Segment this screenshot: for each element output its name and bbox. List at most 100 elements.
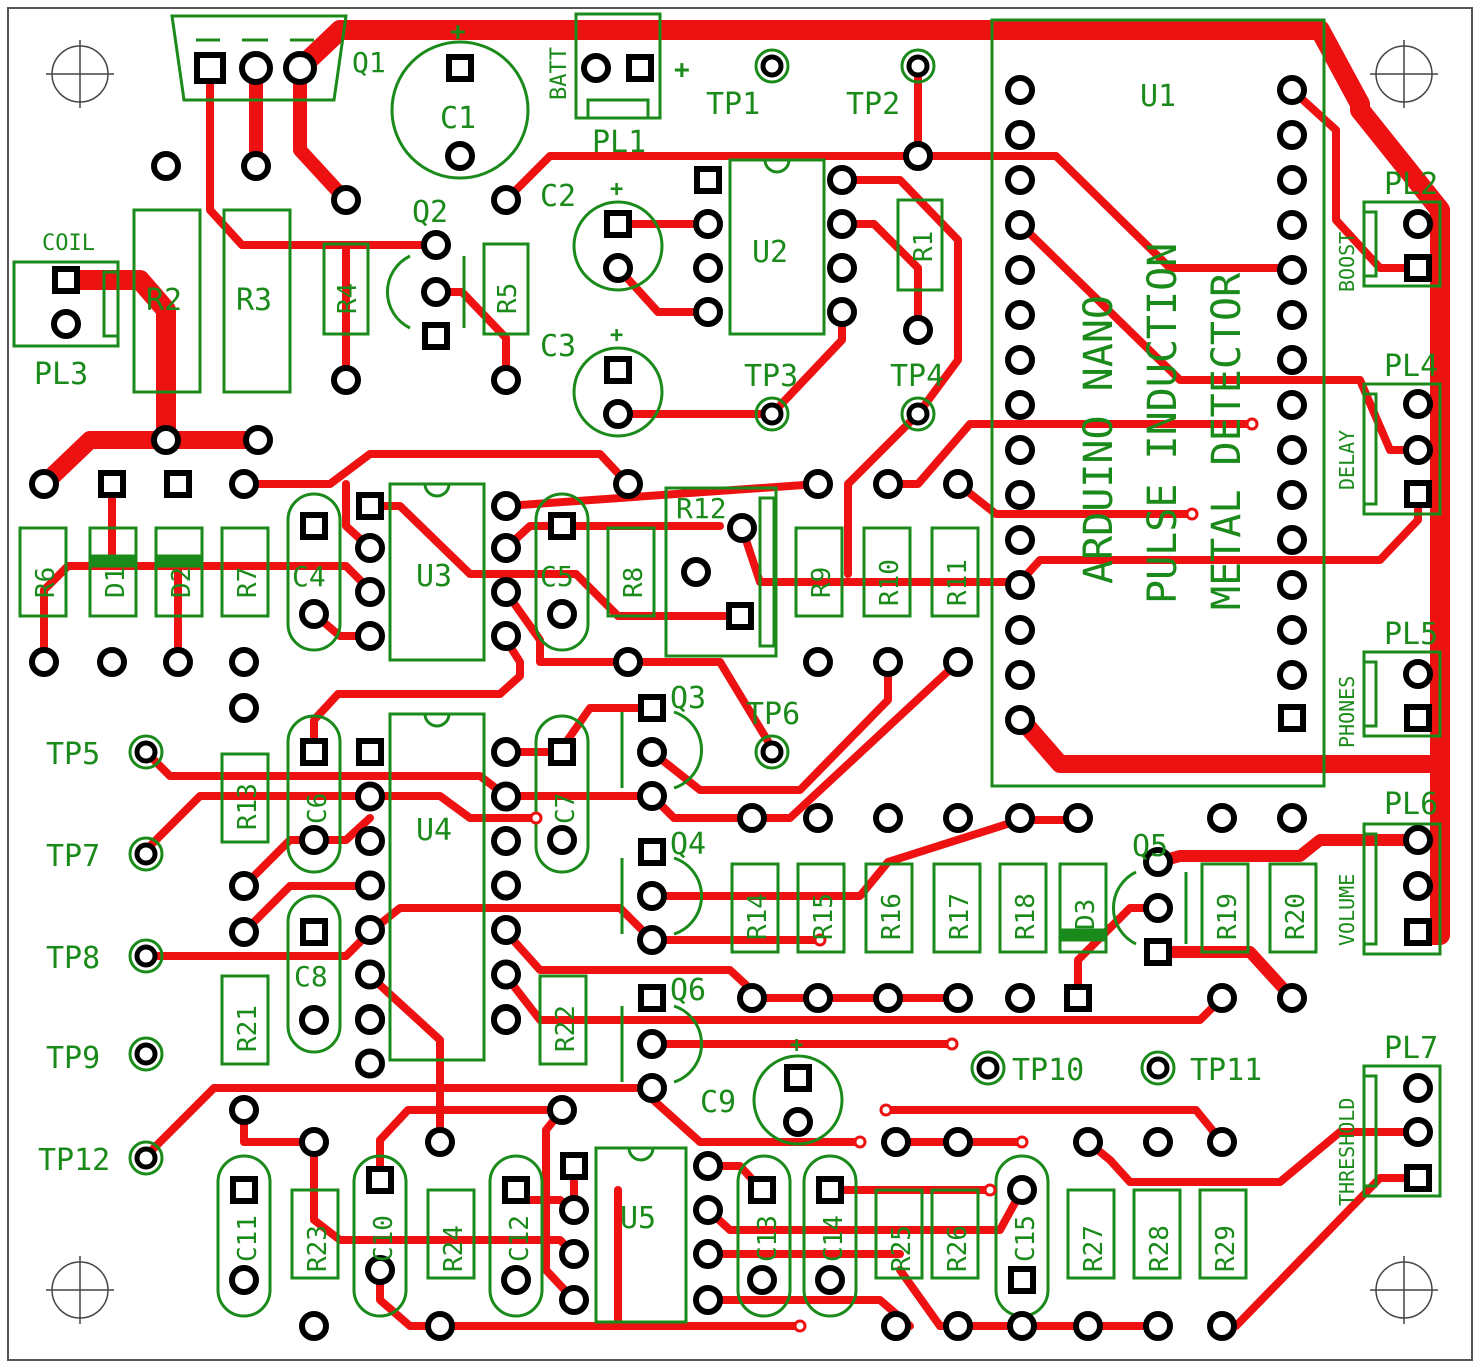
track-r7 [240,450,632,488]
track-q5b [1152,946,1298,1004]
label-u2: U2 [752,235,788,270]
pad [1277,435,1307,465]
track-tp7 [142,792,540,854]
pad [1403,659,1433,689]
pad [29,647,59,677]
label-pl1-plus: + [674,55,690,85]
via [1015,1135,1029,1149]
pad-square [98,470,126,498]
pad [491,621,521,651]
pad [1277,120,1307,150]
pad [491,870,521,901]
q4-outline [673,856,704,936]
pad [229,693,259,723]
track-c7-q3 [558,704,656,752]
track-u2-r1b [838,220,922,334]
pad [559,1239,589,1269]
label-r26: R26 [943,1225,973,1272]
track-u2-r1 [838,176,962,418]
r24-outline [426,1188,476,1280]
pad [803,469,833,499]
pad [547,1095,577,1125]
pad [491,577,521,607]
pad [613,469,643,499]
label-r13: R13 [233,783,263,830]
pad [1005,615,1035,645]
pad [491,737,521,767]
pad-square [1404,704,1432,732]
r26-outline [930,1188,980,1280]
mounting-hole-top-right-icon [1370,40,1438,108]
pad [783,1107,813,1137]
pad [815,1265,845,1295]
pad [299,825,329,855]
label-pl3: PL3 [34,357,88,392]
r6-outline [18,526,68,618]
pad [693,1195,723,1225]
pad [1143,847,1173,877]
mounting-holes [46,40,1438,1324]
pad [827,165,857,195]
pad [881,1127,911,1157]
label-c11: C11 [233,1215,263,1262]
label-tp12: TP12 [38,1143,110,1178]
label-pl5: PL5 [1384,617,1438,652]
pad [229,469,259,499]
c9-outline [752,1054,844,1146]
label-r2: R2 [146,283,182,318]
label-tp10: TP10 [1012,1053,1084,1088]
pad [581,53,611,83]
label-c7: C7 [551,793,581,824]
pad [873,983,903,1013]
pad-square [604,356,632,384]
label-c9: C9 [700,1085,736,1120]
r10-outline [862,526,912,618]
r15-outline [796,862,846,954]
via [853,1135,867,1149]
pad [229,1265,259,1295]
pad [1207,1127,1237,1157]
q2-outline [386,254,411,330]
pad [1207,1311,1237,1341]
pad [1143,1311,1173,1341]
pad [1277,570,1307,600]
pad [421,277,451,307]
pad [803,983,833,1013]
pad [421,230,451,260]
pad [283,51,317,85]
track-c11 [240,1106,578,1258]
r13-outline [220,752,270,844]
pad [1277,390,1307,420]
pad [737,803,767,833]
pad-square [300,512,328,540]
label-r20: R20 [1281,893,1311,940]
via [879,1103,893,1117]
label-c4: C4 [292,560,326,593]
pad [425,1127,455,1157]
pad [241,151,271,181]
pad [229,871,259,901]
r27-outline [1066,1188,1116,1280]
via [945,1037,959,1051]
via [1185,507,1199,521]
label-c3: C3 [540,329,576,364]
pad [1005,390,1035,420]
label-r17: R17 [945,893,975,940]
pad [903,141,933,171]
pad-square [784,1064,812,1092]
pad [827,297,857,327]
pad [681,557,711,587]
pad [1277,983,1307,1013]
pad [299,599,329,629]
r21-outline [220,974,270,1066]
via [813,933,827,947]
pad [1005,75,1035,105]
pad [1005,435,1035,465]
track-q3 [648,658,892,794]
track-u1-row [1288,86,1422,272]
r14-outline [730,862,780,954]
track-u4-c8b [240,882,374,936]
label-tp2: TP2 [846,87,900,122]
label-r19: R19 [1213,893,1243,940]
test-point-pad [760,54,784,78]
